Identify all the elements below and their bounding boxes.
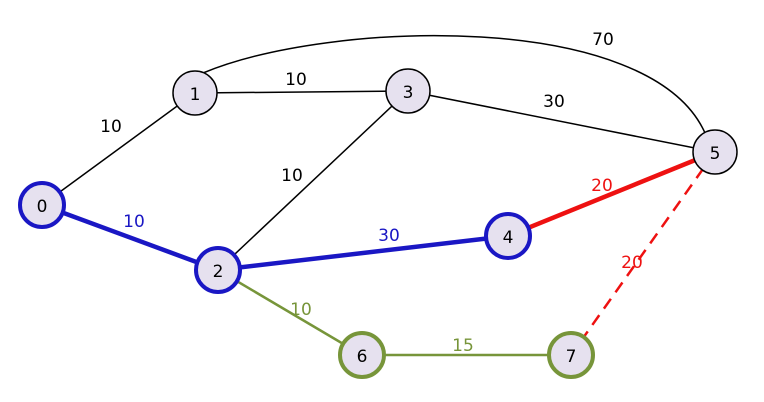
node-2: 2: [194, 246, 242, 294]
node-circle: [172, 70, 218, 116]
edge-2-6: [217, 268, 363, 357]
node-circle: [194, 246, 242, 294]
edge-1-3: [194, 90, 409, 94]
node-5: 5: [692, 129, 738, 175]
node-circle: [338, 331, 386, 379]
edge-3-2: [217, 90, 409, 271]
edges-layer: [41, 34, 717, 357]
node-label: 4: [503, 228, 514, 248]
node-label: 0: [37, 197, 48, 217]
node-label: 6: [357, 347, 368, 367]
edge-weight-5-7: 20: [621, 253, 643, 273]
edge-0-1: [41, 92, 196, 206]
node-label: 2: [213, 262, 224, 282]
edge-5-7: [569, 151, 717, 356]
node-circle: [547, 331, 595, 379]
node-circle: [18, 181, 66, 229]
node-label: 3: [403, 83, 414, 103]
edge-0-2: [41, 202, 219, 273]
edge-1-5: [202, 34, 706, 134]
edge-weight-2-6: 10: [290, 300, 312, 320]
edge-labels-layer: 10 10 70 30 10 10 30 20 20 10 15: [100, 30, 643, 356]
edge-weight-3-5: 30: [543, 92, 565, 112]
edge-3-5: [407, 90, 716, 153]
edge-weight-2-4: 30: [378, 226, 400, 246]
node-label: 5: [710, 144, 721, 164]
edge-weight-1-5: 70: [592, 30, 614, 50]
node-circle: [385, 68, 431, 114]
edge-weight-1-3: 10: [285, 70, 307, 90]
edge-weight-4-5: 20: [591, 176, 613, 196]
node-6: 6: [338, 331, 386, 379]
node-4: 4: [484, 212, 532, 260]
node-0: 0: [18, 181, 66, 229]
edge-weight-0-1: 10: [100, 117, 122, 137]
edge-weight-6-7: 15: [452, 336, 474, 356]
edge-4-5: [507, 149, 716, 239]
edge-2-4: [217, 233, 509, 273]
node-circle: [484, 212, 532, 260]
node-3: 3: [385, 68, 431, 114]
edge-weight-3-2: 10: [281, 166, 303, 186]
node-label: 7: [566, 347, 577, 367]
nodes-layer: 0 1 2 3 4 5 6 7: [18, 68, 738, 379]
node-label: 1: [190, 85, 201, 105]
node-7: 7: [547, 331, 595, 379]
edge-weight-0-2: 10: [123, 212, 145, 232]
node-1: 1: [172, 70, 218, 116]
node-circle: [692, 129, 738, 175]
